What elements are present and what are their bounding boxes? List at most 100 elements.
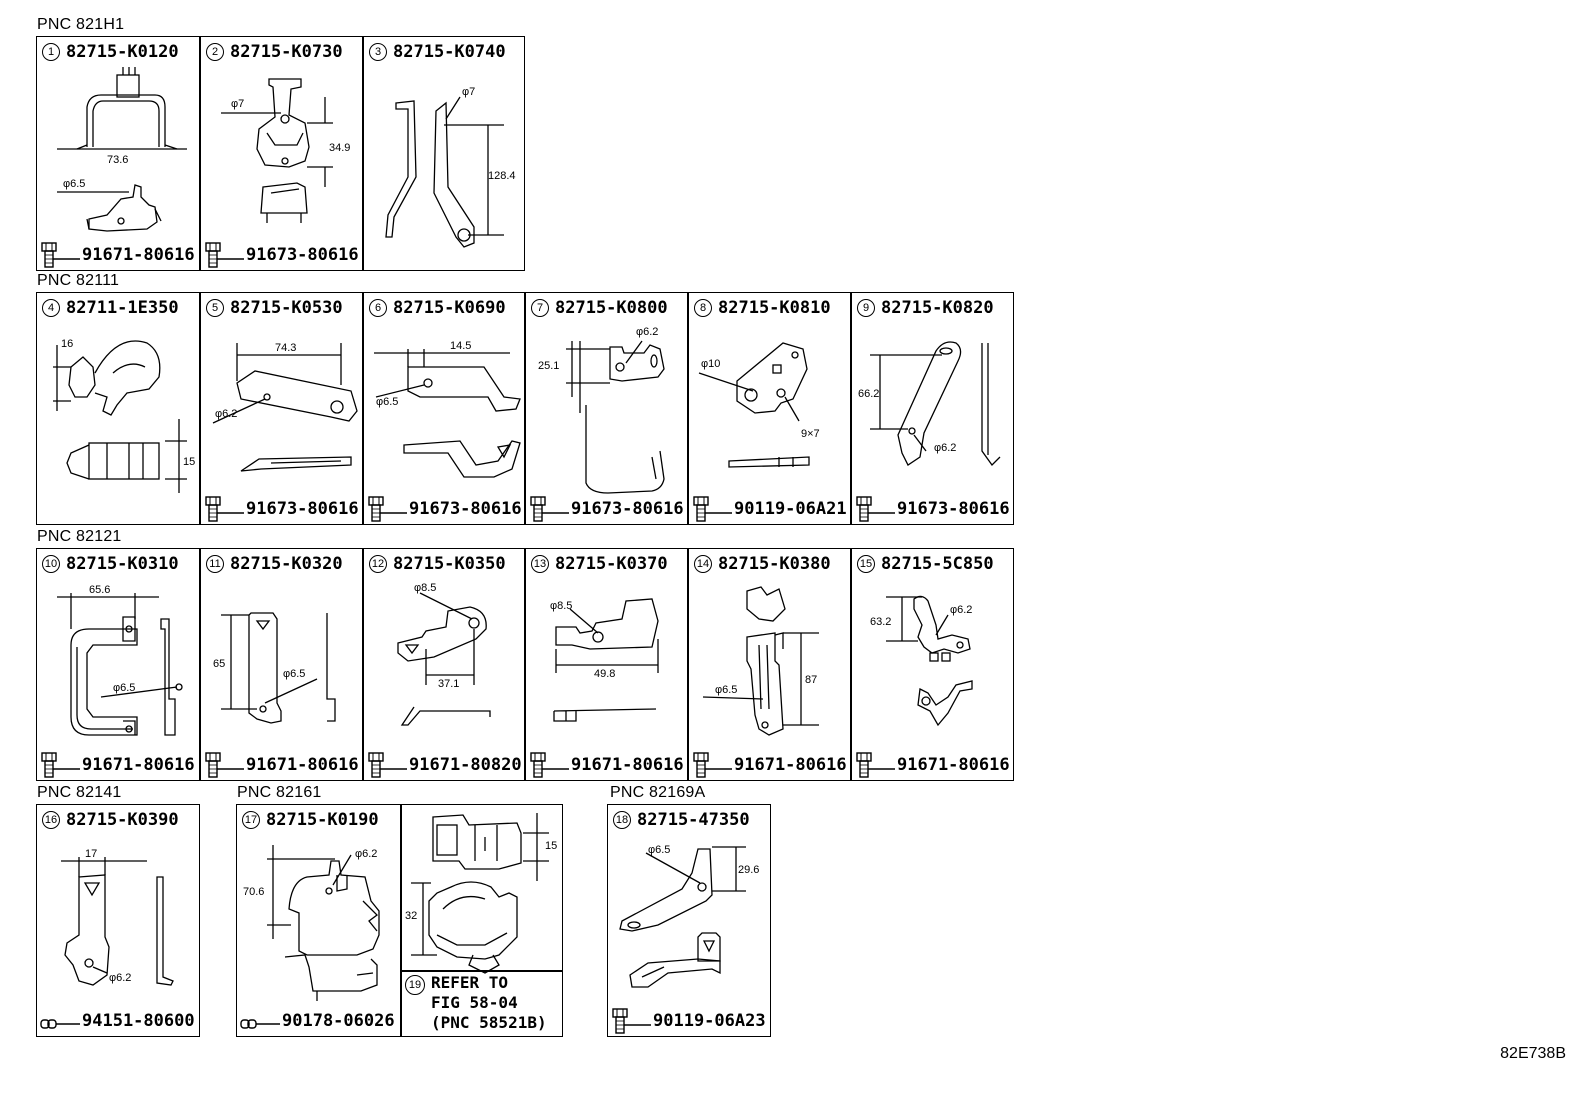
bolt-callout: 94151-80600 bbox=[40, 1008, 195, 1034]
bolt-part-number: 90178-06026 bbox=[282, 1011, 395, 1031]
part-number: 82715-K0370 bbox=[555, 554, 668, 574]
bracket-drawing: 74.3 φ6.2 bbox=[212, 342, 358, 472]
bolt-part-number: 91671-80616 bbox=[82, 245, 195, 265]
dim-label: φ6.2 bbox=[355, 848, 377, 860]
hex-bolt-icon bbox=[368, 752, 407, 778]
bracket-drawing: 17 φ6.2 bbox=[61, 848, 174, 986]
bolt-part-number: 94151-80600 bbox=[82, 1011, 195, 1031]
refer-line: REFER TO bbox=[431, 973, 509, 992]
bracket-drawing: 87 φ6.5 bbox=[702, 586, 819, 736]
part-number: 82715-K0320 bbox=[230, 554, 343, 574]
bolt-part-number: 91671-80616 bbox=[82, 755, 195, 775]
bolt-callout: 90178-06026 bbox=[240, 1008, 395, 1034]
pnc-label-82121: PNC 82121 bbox=[37, 528, 122, 545]
bolt-part-number: 91673-80616 bbox=[409, 499, 522, 519]
bolt-part-number: 91671-80616 bbox=[571, 755, 684, 775]
bolt-callout: 91671-80616 bbox=[40, 242, 195, 268]
bolt-callout: 91671-80616 bbox=[204, 752, 359, 778]
clip-drawing: 16 15 bbox=[53, 338, 195, 493]
dim-label: 66.2 bbox=[858, 388, 879, 400]
dim-label: φ6.5 bbox=[63, 178, 85, 190]
dim-label: φ6.5 bbox=[283, 668, 305, 680]
part-number: 82711-1E350 bbox=[66, 298, 179, 318]
dim-label: φ6.5 bbox=[715, 684, 737, 696]
bolt-part-number: 91673-80616 bbox=[571, 499, 684, 519]
bolt-callout: 91671-80616 bbox=[40, 752, 195, 778]
dim-label: 9×7 bbox=[801, 428, 820, 440]
part-number: 82715-K0800 bbox=[555, 298, 668, 318]
part-number: 82715-K0820 bbox=[881, 298, 994, 318]
part-number: 82715-K0310 bbox=[66, 554, 179, 574]
dim-label: φ6.2 bbox=[636, 326, 658, 338]
pnc-label-82161: PNC 82161 bbox=[237, 784, 322, 801]
part-number: 82715-K0740 bbox=[393, 42, 506, 62]
dim-label: φ6.2 bbox=[109, 972, 131, 984]
bracket-drawing: 65.6 φ6.5 bbox=[57, 584, 183, 736]
dim-label: 15 bbox=[183, 456, 195, 468]
bolt-part-number: 90119-06A23 bbox=[653, 1011, 766, 1031]
part-number: 82715-K0530 bbox=[230, 298, 343, 318]
dim-label: 14.5 bbox=[450, 340, 471, 352]
dim-label: 65 bbox=[213, 658, 225, 670]
refer-line: FIG 58-04 bbox=[431, 993, 518, 1012]
part-number: 82715-K0690 bbox=[393, 298, 506, 318]
bolt-callout: 91671-80616 bbox=[529, 752, 684, 778]
part-number: 82715-5C850 bbox=[881, 554, 994, 574]
dim-label: φ8.5 bbox=[414, 582, 436, 594]
bolt-part-number: 90119-06A21 bbox=[734, 499, 847, 519]
hex-bolt-icon bbox=[205, 496, 244, 522]
dim-label: 29.6 bbox=[738, 864, 759, 876]
dim-label: 17 bbox=[85, 848, 97, 860]
refer-line: (PNC 58521B) bbox=[431, 1013, 547, 1032]
bolt-part-number: 91673-80616 bbox=[897, 499, 1010, 519]
diagram-code: 82E738B bbox=[1500, 1045, 1566, 1062]
bolt-callout: 91673-80616 bbox=[367, 496, 522, 522]
hex-bolt-icon bbox=[41, 752, 80, 778]
bracket-drawing: φ10 9×7 bbox=[698, 342, 820, 468]
part-number: 82715-K0120 bbox=[66, 42, 179, 62]
bolt-part-number: 91671-80616 bbox=[897, 755, 1010, 775]
dim-label: φ8.5 bbox=[550, 600, 572, 612]
cell-divider bbox=[400, 805, 402, 1036]
bracket-drawing: 66.2 φ6.2 bbox=[858, 341, 1001, 467]
part-number: 82715-K0190 bbox=[266, 810, 379, 830]
dim-label: φ10 bbox=[701, 358, 720, 370]
bolt-callout: 90119-06A23 bbox=[611, 1008, 766, 1034]
dim-label: 128.4 bbox=[488, 170, 516, 182]
bolt-callout: 91673-80616 bbox=[529, 496, 684, 522]
bracket-drawing: 25.1 φ6.2 bbox=[538, 326, 665, 494]
bolt-part-number: 91673-80616 bbox=[246, 245, 359, 265]
dim-label: 74.3 bbox=[275, 342, 296, 354]
dim-label: φ6.2 bbox=[215, 408, 237, 420]
dim-label: 25.1 bbox=[538, 360, 559, 372]
bolt-callout: 91673-80616 bbox=[204, 242, 359, 268]
bolt-part-number: 91673-80616 bbox=[246, 499, 359, 519]
bracket-drawing: 63.2 φ6.2 bbox=[870, 595, 973, 727]
dim-label: φ6.2 bbox=[950, 604, 972, 616]
part-number: 82715-47350 bbox=[637, 810, 750, 830]
part-number: 82715-K0730 bbox=[230, 42, 343, 62]
dim-label: 73.6 bbox=[107, 154, 128, 166]
